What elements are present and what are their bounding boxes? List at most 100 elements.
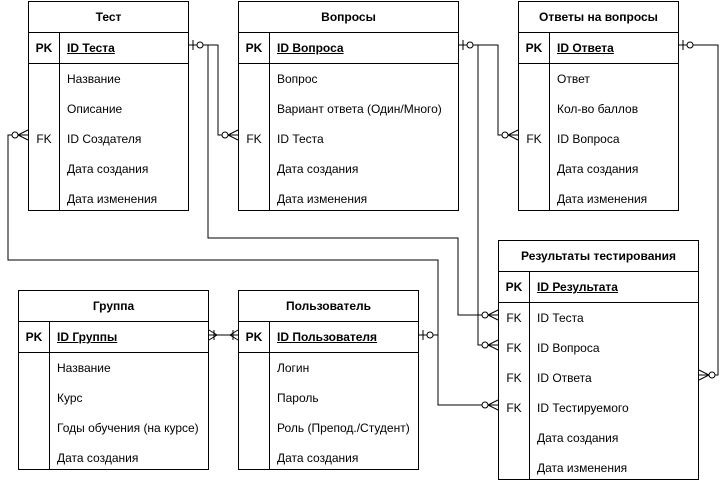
pk-row[interactable]: PK ID Группы — [19, 322, 208, 353]
pk-row[interactable]: PK ID Ответа — [519, 33, 678, 64]
key-label — [499, 423, 529, 453]
key-label — [239, 383, 269, 413]
key-label — [239, 64, 269, 94]
pk-row[interactable]: PK ID Пользователя — [239, 322, 418, 353]
attribute-row[interactable]: Кол-во баллов — [519, 94, 678, 124]
key-label — [19, 443, 49, 473]
attribute-name: Дата изменения — [557, 192, 648, 206]
attribute-row[interactable]: Описание — [29, 94, 188, 124]
attribute-name: Роль (Препод./Студент) — [277, 421, 410, 435]
attribute-name: Вариант ответа (Один/Много) — [277, 102, 442, 116]
pk-row[interactable]: PK ID Теста — [29, 33, 188, 64]
entity-title: Ответы на вопросы — [519, 2, 678, 33]
attribute-name: ID Ответа — [557, 41, 614, 55]
attribute-name: Ответ — [557, 72, 590, 86]
key-label — [519, 154, 549, 184]
attribute-name: ID Группы — [57, 330, 118, 344]
link-questions-answers — [459, 44, 518, 136]
attribute-row[interactable]: Дата создания — [519, 154, 678, 184]
attribute-row[interactable]: FK ID Теста — [239, 124, 458, 154]
key-label — [29, 64, 59, 94]
attribute-name: Название — [57, 361, 111, 375]
attribute-row[interactable]: Название — [29, 64, 188, 94]
attribute-name: Пароль — [277, 391, 319, 405]
key-label — [29, 184, 59, 214]
attribute-row[interactable]: Дата создания — [499, 423, 698, 453]
attribute-row[interactable]: Роль (Препод./Студент) — [239, 413, 418, 443]
attribute-row[interactable]: FK ID Вопроса — [519, 124, 678, 154]
pk-row[interactable]: PK ID Вопроса — [239, 33, 458, 64]
key-label — [19, 413, 49, 443]
attribute-name: ID Теста — [537, 311, 584, 325]
attribute-row[interactable]: Ответ — [519, 64, 678, 94]
attribute-name: Описание — [67, 102, 123, 116]
attribute-name: Дата изменения — [537, 461, 628, 475]
key-label: PK — [245, 330, 263, 344]
entity-title: Пользователь — [239, 291, 418, 322]
attribute-name: Дата создания — [277, 162, 359, 176]
entity-user[interactable]: Пользователь PK ID Пользователя Логин Па… — [238, 290, 419, 470]
attribute-row[interactable]: Дата создания — [239, 443, 418, 473]
key-label: PK — [245, 41, 263, 55]
attribute-name: Вопрос — [277, 72, 318, 86]
attribute-row[interactable]: Название — [19, 353, 208, 383]
key-label: FK — [246, 132, 262, 146]
key-label: PK — [525, 41, 543, 55]
attribute-row[interactable]: Логин — [239, 353, 418, 383]
attribute-row[interactable]: Дата изменения — [29, 184, 188, 214]
attribute-row[interactable]: Дата изменения — [239, 184, 458, 214]
attribute-name: ID Вопроса — [277, 41, 344, 55]
key-label — [239, 353, 269, 383]
key-label — [19, 383, 49, 413]
entity-questions[interactable]: Вопросы PK ID Вопроса Вопрос Вариант отв… — [238, 1, 459, 211]
key-label: FK — [526, 132, 542, 146]
key-label — [29, 154, 59, 184]
attribute-name: Курс — [57, 391, 83, 405]
key-label — [519, 64, 549, 94]
key-label: PK — [35, 41, 53, 55]
entity-title: Тест — [29, 2, 188, 33]
column-divider — [549, 63, 550, 210]
attribute-name: ID Тестируемого — [537, 401, 629, 415]
attribute-name: Дата изменения — [277, 192, 368, 206]
key-label — [519, 94, 549, 124]
key-label: PK — [25, 330, 43, 344]
attribute-name: ID Теста — [277, 132, 324, 146]
key-label — [499, 453, 529, 483]
column-divider — [269, 352, 270, 469]
attribute-row[interactable]: Вопрос — [239, 64, 458, 94]
attribute-name: Дата создания — [277, 451, 359, 465]
attribute-row[interactable]: Дата изменения — [499, 453, 698, 483]
key-label — [239, 94, 269, 124]
attribute-row[interactable]: Дата создания — [239, 154, 458, 184]
key-label — [239, 443, 269, 473]
column-divider — [49, 352, 50, 469]
entity-answers[interactable]: Ответы на вопросы PK ID Ответа Ответ Кол… — [518, 1, 679, 211]
attribute-row[interactable]: Дата создания — [19, 443, 208, 473]
attribute-name: Логин — [277, 361, 310, 375]
entity-results[interactable]: Результаты тестирования PK ID Результата… — [498, 240, 699, 480]
attribute-row[interactable]: Вариант ответа (Один/Много) — [239, 94, 458, 124]
attribute-row[interactable]: Курс — [19, 383, 208, 413]
attribute-name: ID Вопроса — [557, 132, 620, 146]
attribute-name: Дата создания — [537, 431, 619, 445]
column-divider — [529, 302, 530, 479]
attribute-name: ID Результата — [537, 280, 618, 294]
key-label: FK — [506, 341, 522, 355]
attribute-name: Дата изменения — [67, 192, 158, 206]
attribute-row[interactable]: Дата создания — [29, 154, 188, 184]
attribute-row[interactable]: Дата изменения — [519, 184, 678, 214]
key-label — [239, 184, 269, 214]
column-divider — [59, 63, 60, 210]
pk-row[interactable]: PK ID Результата — [499, 272, 698, 303]
attribute-row[interactable]: Годы обучения (на курсе) — [19, 413, 208, 443]
entity-group[interactable]: Группа PK ID Группы Название Курс Годы о… — [18, 290, 209, 470]
attribute-name: ID Ответа — [537, 371, 592, 385]
attribute-row[interactable]: Пароль — [239, 383, 418, 413]
